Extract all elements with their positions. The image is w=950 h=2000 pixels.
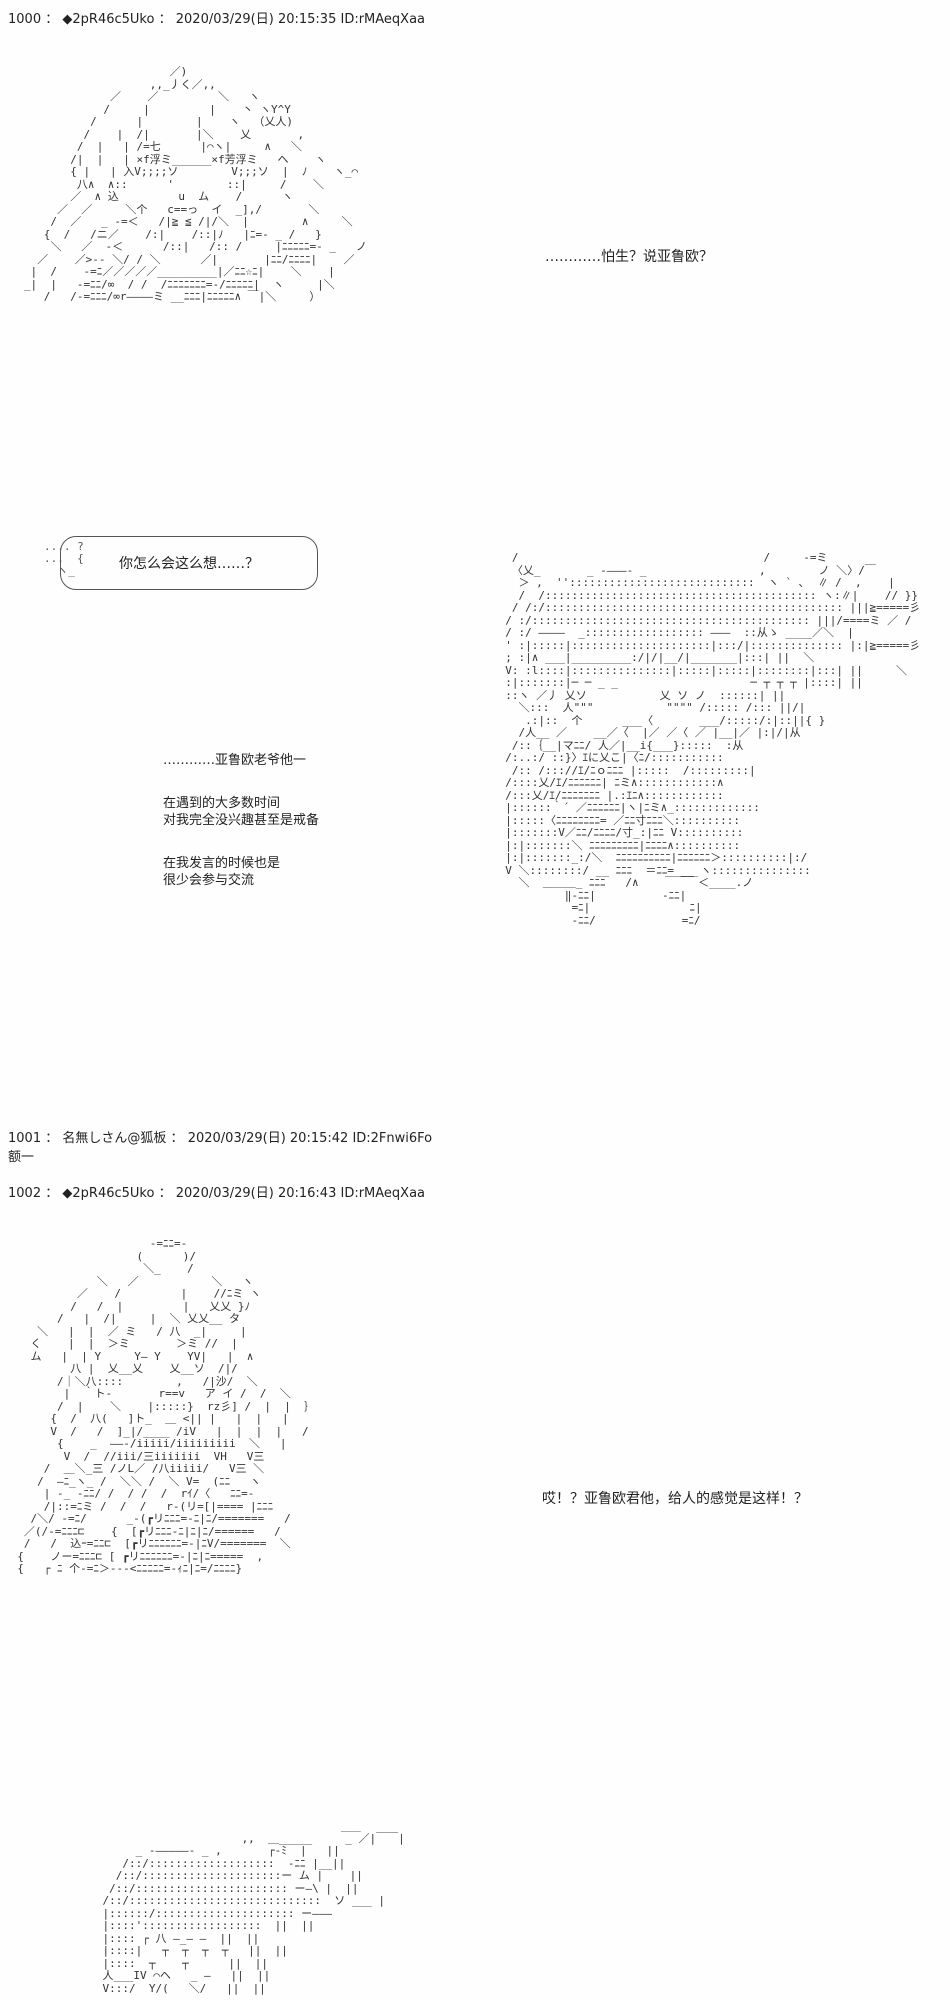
post-date: 2020/03/29(日) 20:15:35 — [175, 12, 337, 27]
narration-line: 很少会参与交流 — [163, 873, 255, 888]
post-date: 2020/03/29(日) 20:16:43 — [175, 1186, 337, 1201]
speech-text: 哎！？亚鲁欧君他，给人的感觉是这样！？ — [542, 1491, 808, 1507]
post-body-1001: 额一 — [8, 1150, 35, 1165]
post-id: ID:rMAeqXaa — [340, 1186, 426, 1201]
speech-bubble: 你怎么会这么想……？ — [60, 536, 318, 590]
post-header-1000: 1000 ： ◆2pR46c5Uko ： 2020/03/29(日) 20:15… — [8, 12, 426, 27]
ascii-art-girl-1: ／) ,,_丿く／,, ／ ／ ＼ ヽ / | | 丶 ヽY^Y / | | ヽ… — [23, 65, 367, 303]
poster-name: ◆2pR46c5Uko — [62, 12, 155, 27]
post-id: ID:2Fnwi6Fo — [352, 1131, 433, 1146]
narration-line: 在遇到的大多数时间 — [163, 796, 281, 811]
post-number: 1001 — [8, 1131, 42, 1146]
post-number: 1002 — [8, 1186, 42, 1201]
narration-block: …………亚鲁欧老爷他一 在遇到的大多数时间 对我完全没兴趣甚至是戒备 在我发言的… — [163, 752, 319, 889]
post-id: ID:rMAeqXaa — [340, 12, 426, 27]
speech-text: …………怕生？说亚鲁欧？ — [545, 249, 713, 265]
ascii-art-girl-3: -=ﾆﾆ=- ( )/ ＼_ / ＼ ／ ＼ ヽ ／ / | //ﾆミ ヽ / … — [17, 1237, 316, 1575]
poster-name: ◆2pR46c5Uko — [62, 1186, 155, 1201]
narration-line: 对我完全没兴趣甚至是戒备 — [163, 813, 320, 828]
narration-lead: …………亚鲁欧老爷他一 — [163, 753, 307, 768]
bubble-text: 你怎么会这么想……？ — [119, 556, 259, 572]
post-header-1001: 1001 ： 名無しさん@狐板 ： 2020/03/29(日) 20:15:42… — [8, 1131, 433, 1146]
post-header-1002: 1002 ： ◆2pR46c5Uko ： 2020/03/29(日) 20:16… — [8, 1186, 426, 1201]
ascii-art-girl-4: ___ ,, ＿_____ _ ／|￣￣| _ -―――――- _ , ┌-ﾐ … — [102, 1819, 405, 1995]
narration-line: 在我发言的时候也是 — [163, 856, 281, 871]
post-date: 2020/03/29(日) 20:15:42 — [187, 1131, 349, 1146]
post-number: 1000 — [8, 12, 42, 27]
ascii-art-girl-2: / / -=ミ 〈乂_ _ -―――- _ , ノ ＼〉/￣ ＞ , '':::… — [505, 551, 921, 927]
poster-name: 名無しさん@狐板 — [62, 1131, 167, 1146]
